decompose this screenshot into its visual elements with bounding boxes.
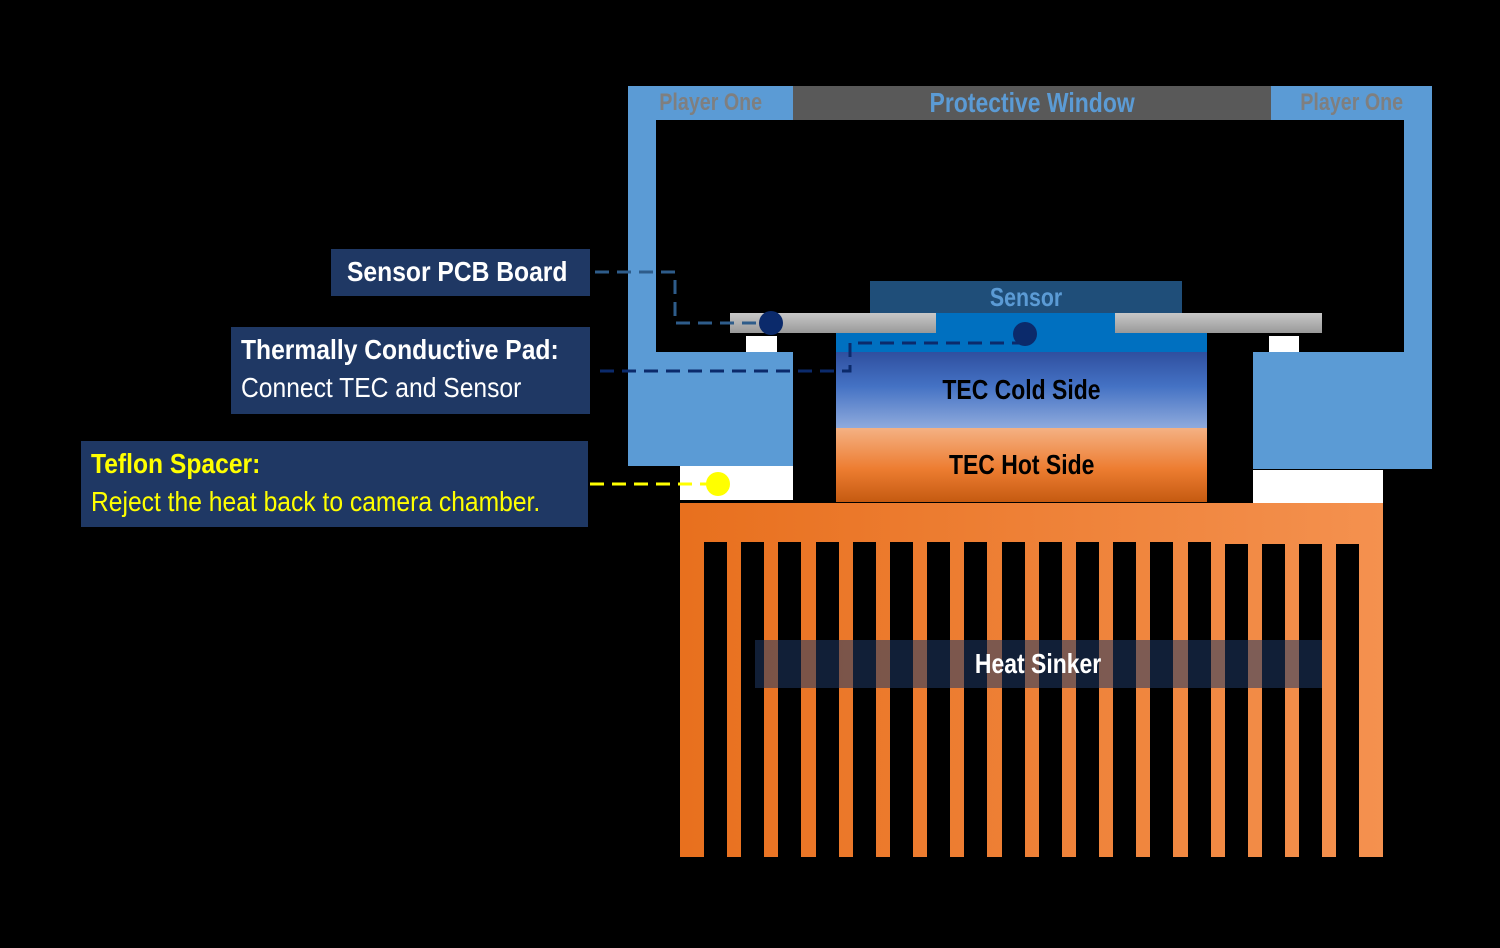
- tec-cold-side: TEC Cold Side: [836, 352, 1207, 428]
- tec-cold-label: TEC Cold Side: [942, 374, 1101, 405]
- heat-sink-slot: [890, 542, 913, 857]
- sensor: Sensor: [870, 281, 1182, 313]
- heat-sink-slot: [964, 542, 988, 857]
- housing-top-right: [1271, 86, 1432, 120]
- pad-leader: [600, 341, 1020, 373]
- heat-sink-slot: [815, 542, 839, 857]
- heat-sink-slot: [1001, 542, 1025, 857]
- heat-sink-slot: [1150, 542, 1174, 857]
- callout-teflon-subtitle: Reject the heat back to camera chamber.: [91, 486, 541, 517]
- housing-top-left: [628, 86, 793, 120]
- teflon-spacer-right: [1253, 470, 1383, 503]
- callout-thermal-pad: Thermally Conductive Pad: Connect TEC an…: [231, 327, 590, 414]
- brand-left: Player One: [628, 86, 793, 120]
- protective-window: Protective Window: [793, 86, 1271, 120]
- callout-teflon-title: Teflon Spacer:: [91, 448, 261, 479]
- sensor-label: Sensor: [989, 281, 1063, 312]
- heat-sink-slot: [1299, 544, 1323, 859]
- teflon-marker-dot: [706, 472, 730, 496]
- pcb-marker-dot: [759, 311, 783, 335]
- callout-thermal-pad-subtitle: Connect TEC and Sensor: [241, 372, 522, 403]
- heat-sink-label-box: Heat Sinker: [755, 640, 1322, 688]
- pad-marker-dot: [1013, 322, 1037, 346]
- heat-sink-slot: [1113, 542, 1137, 857]
- brand-right: Player One: [1271, 86, 1432, 120]
- heat-sink-slot: [1224, 544, 1248, 859]
- housing-left-wall: [628, 120, 656, 352]
- heat-sink-slot: [704, 542, 727, 857]
- callout-teflon: Teflon Spacer: Reject the heat back to c…: [81, 441, 588, 527]
- heat-sink-slot: [852, 542, 876, 857]
- brand-right-label: Player One: [1300, 89, 1403, 116]
- heat-sink-slot: [741, 542, 765, 857]
- heat-sink-slot: [1262, 544, 1285, 859]
- heat-sink-slot: [1076, 542, 1099, 857]
- heat-sink-slot: [927, 542, 951, 857]
- tec-hot-side: TEC Hot Side: [836, 428, 1207, 502]
- heat-sink-slot: [1038, 542, 1062, 857]
- heat-sink-label: Heat Sinker: [975, 648, 1102, 679]
- pcb-post-right: [1269, 336, 1299, 352]
- housing-right-wall: [1404, 120, 1432, 352]
- heat-sink-slot: [1187, 542, 1211, 857]
- teflon-spacer-left: [680, 466, 793, 500]
- callout-sensor-pcb: Sensor PCB Board: [331, 249, 590, 296]
- brand-left-label: Player One: [659, 89, 762, 116]
- heat-sink-slot: [778, 542, 802, 857]
- callout-sensor-pcb-title: Sensor PCB Board: [347, 256, 568, 287]
- pcb-leader: [595, 270, 765, 325]
- housing-right-block: [1253, 352, 1432, 469]
- pcb-board-right: [1115, 313, 1322, 333]
- callout-thermal-pad-title: Thermally Conductive Pad:: [241, 334, 559, 365]
- heat-sink-slot: [1336, 544, 1360, 859]
- tec-hot-label: TEC Hot Side: [948, 449, 1095, 480]
- protective-window-label: Protective Window: [929, 87, 1135, 118]
- pcb-post-left: [746, 336, 777, 352]
